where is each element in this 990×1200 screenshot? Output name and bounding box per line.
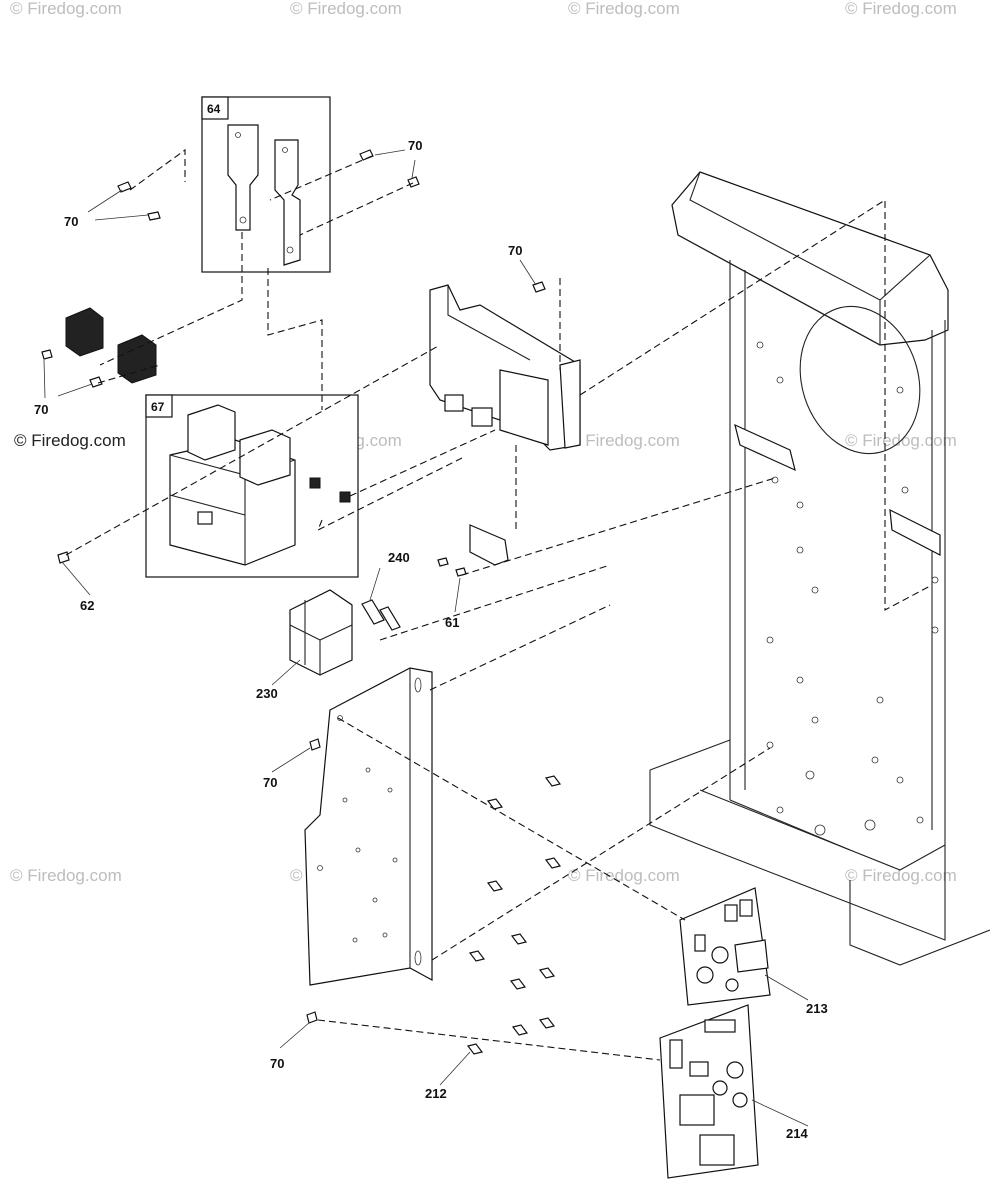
label-70-f: 70 [270, 1056, 284, 1071]
heat-sinks [65, 307, 157, 384]
assembly-leader-lines [65, 148, 933, 1061]
small-bracket [469, 524, 509, 566]
fuses-240 [361, 599, 401, 631]
watermark-low-3: © Firedog.com [568, 866, 680, 885]
label-230: 230 [256, 686, 278, 701]
label-213: 213 [806, 1001, 828, 1016]
label-212: 212 [425, 1086, 447, 1101]
callout-labels: 70 70 70 70 62 240 61 230 70 70 212 213 … [34, 138, 828, 1141]
screws-70-left [41, 349, 103, 388]
label-70-e: 70 [263, 775, 277, 790]
watermark-low-1: © Firedog.com [10, 866, 122, 885]
screw-70-panel [309, 738, 321, 751]
center-bracket [429, 284, 581, 451]
copyright-text: © Firedog.com [14, 431, 126, 450]
fuse-holder-230 [289, 589, 353, 676]
watermark-top-1: © Firedog.com [10, 0, 122, 18]
standoffs-212 [466, 775, 562, 1055]
label-240: 240 [388, 550, 410, 565]
watermark-top-3: © Firedog.com [568, 0, 680, 18]
callout-leaders [43, 149, 809, 1127]
screw-left-61 [437, 557, 449, 567]
watermark-top-4: © Firedog.com [845, 0, 957, 18]
mounting-panel [304, 667, 433, 986]
group-box-67: 67 [145, 394, 359, 578]
group-64-label: 64 [207, 102, 221, 116]
cabinet-enclosure [649, 171, 990, 966]
label-61: 61 [445, 615, 459, 630]
watermark-mid-3: © Firedog.com [568, 431, 680, 450]
screw-70-bottom [306, 1011, 318, 1024]
label-70-c: 70 [508, 243, 522, 258]
watermark-low-4: © Firedog.com [845, 866, 957, 885]
watermark-top-2: © Firedog.com [290, 0, 402, 18]
label-70-b: 70 [408, 138, 422, 153]
label-70-d: 70 [34, 402, 48, 417]
circuit-board-214 [659, 1004, 759, 1179]
group-67-label: 67 [151, 400, 165, 414]
label-214: 214 [786, 1126, 808, 1141]
circuit-board-213 [679, 887, 771, 1006]
cabinet-holes [756, 341, 939, 836]
label-70-a: 70 [64, 214, 78, 229]
group-box-64: 64 [201, 96, 331, 273]
label-62: 62 [80, 598, 94, 613]
